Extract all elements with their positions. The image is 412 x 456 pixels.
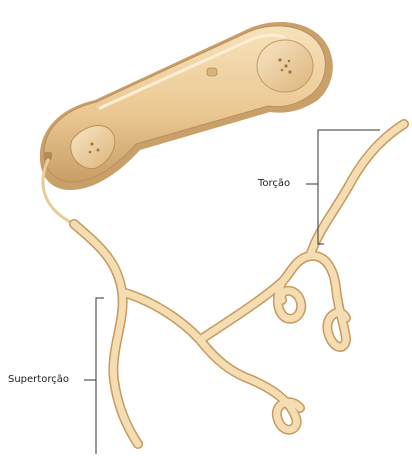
label-twist: Torção [258,178,290,190]
handset-button [207,68,217,76]
telephone-handset [40,22,333,190]
supercoil-bracket [84,298,104,454]
coiled-cord [74,124,404,444]
label-supercoil: Supertorção [8,374,69,386]
